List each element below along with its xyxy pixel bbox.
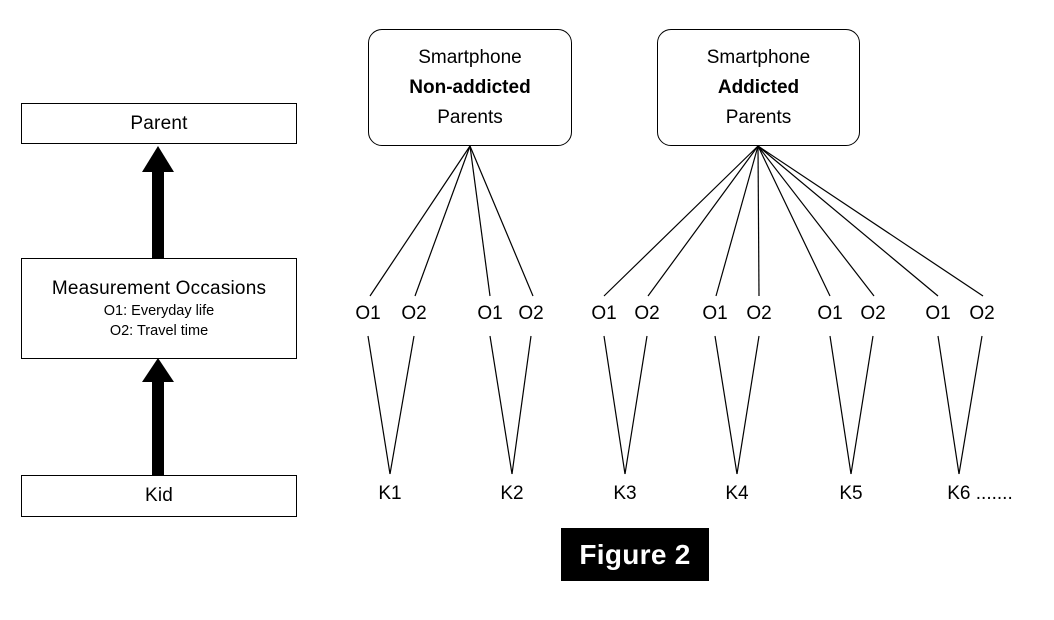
group-non-addicted-line2: Non-addicted	[409, 76, 531, 98]
kid-node-k-5: K5	[839, 483, 863, 504]
occasion-node-o-7: O1	[702, 303, 728, 324]
group-box-non-addicted-parents: Smartphone Non-addicted Parents	[368, 29, 572, 146]
kid-node-k-3: K3	[613, 483, 637, 504]
occasion-node-o-3: O1	[477, 303, 503, 324]
arrow-measurement-to-parent	[142, 146, 174, 258]
legend-measurement-sub-o1: O1: Everyday life	[103, 302, 215, 319]
group-addicted-line1: Smartphone	[706, 46, 811, 68]
kid-node-k-1: K1	[378, 483, 402, 504]
kid-node-k-2: K2	[500, 483, 524, 504]
occasion-node-o-4: O2	[518, 303, 544, 324]
kid-node-k-6: K6 .......	[947, 483, 1013, 504]
occasion-node-o-12: O2	[969, 303, 995, 324]
legend-kid-label: Kid	[144, 485, 174, 506]
group-box-addicted-parents: Smartphone Addicted Parents	[657, 29, 860, 146]
v-connectors-kids	[367, 335, 983, 475]
legend-box-measurement-occasions: Measurement Occasions O1: Everyday life …	[21, 258, 297, 359]
legend-measurement-sub-o2: O2: Travel time	[109, 322, 209, 339]
group-addicted-line3: Parents	[725, 106, 792, 128]
legend-box-parent: Parent	[21, 103, 297, 144]
arrow-kid-to-measurement	[142, 358, 174, 475]
legend-box-kid: Kid	[21, 475, 297, 517]
group-addicted-line2: Addicted	[717, 76, 800, 98]
occasion-node-o-6: O2	[634, 303, 660, 324]
legend-parent-label: Parent	[130, 112, 188, 134]
figure-caption: Figure 2	[561, 528, 709, 581]
occasion-node-o-10: O2	[860, 303, 886, 324]
occasion-node-o-8: O2	[746, 303, 772, 324]
group-non-addicted-line1: Smartphone	[418, 46, 522, 68]
occasion-node-o-5: O1	[591, 303, 617, 324]
fan-non-addicted	[369, 145, 534, 297]
occasion-node-o-1: O1	[355, 303, 381, 324]
legend-measurement-title: Measurement Occasions	[51, 277, 267, 299]
group-non-addicted-line3: Parents	[437, 106, 503, 128]
kid-node-k-4: K4	[725, 483, 749, 504]
occasion-node-o-9: O1	[817, 303, 843, 324]
occasion-node-o-11: O1	[925, 303, 951, 324]
fan-addicted	[603, 145, 984, 297]
occasion-node-o-2: O2	[401, 303, 427, 324]
